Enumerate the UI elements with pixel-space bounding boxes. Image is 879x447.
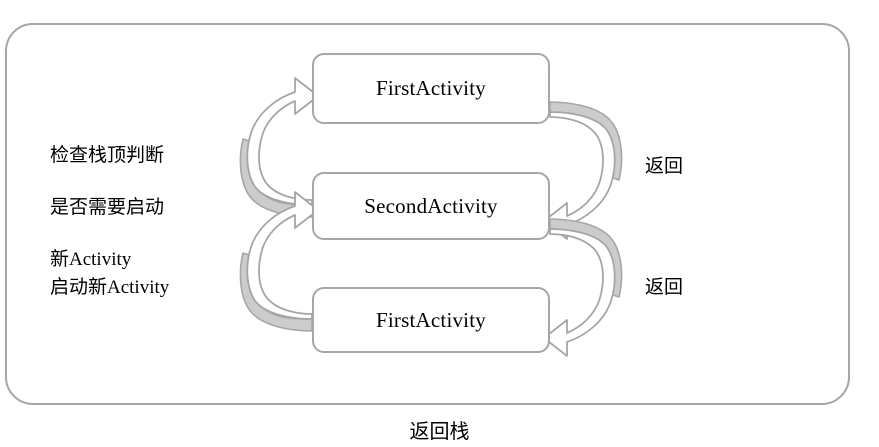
activity-box-label: FirstActivity bbox=[376, 76, 486, 100]
annotation-line-1: 返回 bbox=[645, 277, 684, 298]
annotation-launch-new-activity: 启动新Activity bbox=[50, 249, 169, 327]
annotation-return-upper: 返回 bbox=[645, 128, 683, 206]
diagram-caption: 返回栈 bbox=[409, 421, 470, 443]
activity-box-label: SecondActivity bbox=[364, 193, 498, 218]
activity-box-label: FirstActivity bbox=[376, 307, 486, 332]
activity-box-first-bottom[interactable]: FirstActivity bbox=[312, 287, 550, 353]
annotation-line-2: 是否需要启动 bbox=[50, 197, 165, 218]
back-stack-frame bbox=[5, 23, 850, 405]
activity-box-second[interactable]: SecondActivity bbox=[312, 172, 550, 240]
annotation-line-1: 启动新Activity bbox=[50, 277, 170, 298]
annotation-check-stack-top: 检查栈顶判断 是否需要启动 新Activity bbox=[50, 117, 164, 299]
annotation-line-1: 返回 bbox=[645, 156, 684, 177]
annotation-line-3: 新Activity bbox=[50, 249, 132, 270]
annotation-return-lower: 返回 bbox=[645, 249, 683, 327]
annotation-line-1: 检查栈顶判断 bbox=[50, 145, 165, 166]
activity-box-first-top[interactable]: FirstActivity bbox=[312, 53, 550, 124]
